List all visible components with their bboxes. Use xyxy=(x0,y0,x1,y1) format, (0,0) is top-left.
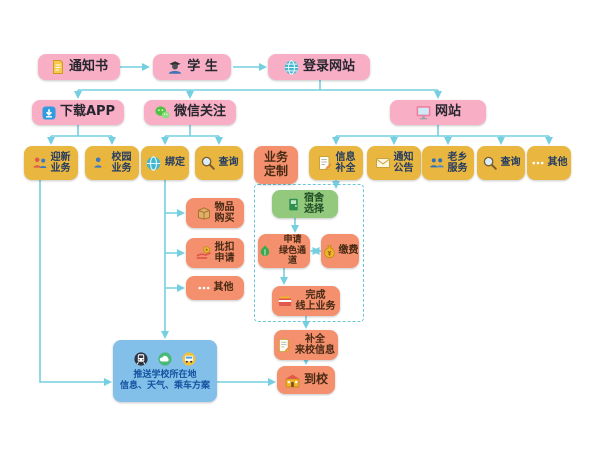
group-icon xyxy=(429,155,445,171)
node-other-wechat: 其他 xyxy=(186,276,244,300)
node-label: 补全 来校信息 xyxy=(295,333,335,357)
node-fellow-service: 老乡 服务 xyxy=(422,146,474,180)
node-label: 校园 业务 xyxy=(111,151,132,175)
monitor-icon xyxy=(415,104,432,121)
weather-icon xyxy=(157,351,173,367)
node-label: 推送学校所在地 信息、天气、乘车方案 xyxy=(119,370,210,391)
door-icon xyxy=(286,197,301,212)
push-info-icons xyxy=(133,351,197,367)
magnifier-icon xyxy=(200,155,216,171)
node-label: 学 生 xyxy=(187,58,218,74)
node-label: 下载APP xyxy=(59,104,116,120)
node-bind: 绑定 xyxy=(141,146,189,180)
node-finish-online-business: 完成 线上业务 xyxy=(272,286,340,316)
node-push-location-info: 推送学校所在地 信息、天气、乘车方案 xyxy=(113,340,217,402)
node-label: 宿舍 选择 xyxy=(304,192,324,216)
coin-hand-icon xyxy=(196,245,212,261)
node-label: 网站 xyxy=(434,104,461,120)
envelope-icon xyxy=(375,155,391,171)
wechat-icon xyxy=(154,104,171,121)
school-icon xyxy=(284,372,301,389)
node-label: 查询 xyxy=(218,157,239,169)
node-welcome-service: 迎新 业务 xyxy=(24,146,78,180)
node-label: 物品 购买 xyxy=(214,201,235,225)
document-icon xyxy=(50,59,66,75)
dots-icon xyxy=(197,281,211,295)
node-arrival-info-complete: 补全 来校信息 xyxy=(274,330,338,360)
node-item-purchase: 物品 购买 xyxy=(186,198,244,228)
bus-icon xyxy=(181,351,197,367)
people-icon xyxy=(93,155,109,171)
node-dorm-selection: 宿舍 选择 xyxy=(272,190,338,218)
form-pencil-icon xyxy=(317,155,333,171)
node-other-website: 其他 xyxy=(527,146,571,180)
node-label: 微信关注 xyxy=(173,104,226,120)
node-label: 登录网站 xyxy=(302,58,355,74)
node-label: 通知 公告 xyxy=(393,151,414,175)
leaf-icon xyxy=(258,244,272,258)
node-info-complete: 信息 补全 xyxy=(309,146,363,180)
node-label: 查询 xyxy=(500,157,521,169)
node-arrive-school: 到校 xyxy=(277,366,335,394)
node-label: 缴费 xyxy=(338,245,359,257)
node-label: 完成 线上业务 xyxy=(295,289,336,313)
node-student: 学 生 xyxy=(153,54,231,80)
node-query-website: 查询 xyxy=(477,146,525,180)
node-wechat-follow: 微信关注 xyxy=(144,100,236,125)
metro-icon xyxy=(133,351,149,367)
node-query-wechat: 查询 xyxy=(195,146,243,180)
node-label: 信息 补全 xyxy=(335,151,356,175)
node-batch-deduction: 批扣 申请 xyxy=(186,238,244,268)
globe-icon xyxy=(145,155,162,172)
node-login-website: 登录网站 xyxy=(268,54,370,80)
node-label: 绑定 xyxy=(165,157,185,169)
node-label: 其他 xyxy=(213,282,234,294)
node-notice-announcement: 通知 公告 xyxy=(367,146,421,180)
moneybag-icon xyxy=(322,244,337,259)
node-website: 网站 xyxy=(390,100,486,125)
form-pencil-icon xyxy=(277,338,292,353)
node-label: 通知书 xyxy=(68,58,108,74)
node-download-app: 下载APP xyxy=(32,100,124,125)
globe-icon xyxy=(283,59,300,76)
node-campus-service: 校园 业务 xyxy=(85,146,139,180)
node-green-channel: 申请 绿色通道 xyxy=(258,234,310,268)
node-label: 其他 xyxy=(547,157,568,169)
magnifier-icon xyxy=(482,155,498,171)
dots-icon xyxy=(531,156,545,170)
online-business-group-outline xyxy=(254,184,364,322)
node-notice-letter: 通知书 xyxy=(38,54,120,80)
node-label: 申请 绿色通道 xyxy=(278,235,306,267)
node-label: 迎新 业务 xyxy=(50,151,71,175)
card-icon xyxy=(277,293,293,309)
download-app-icon xyxy=(41,105,57,121)
people-icon xyxy=(32,155,48,171)
carton-icon xyxy=(196,205,212,221)
node-label: 批扣 申请 xyxy=(214,241,235,265)
student-icon xyxy=(166,58,184,76)
node-label: 业务 定制 xyxy=(263,150,288,178)
node-business-custom: 业务 定制 xyxy=(254,146,298,184)
node-pay-fee: 缴费 xyxy=(321,234,359,268)
node-label: 到校 xyxy=(303,372,328,387)
node-label: 老乡 服务 xyxy=(447,151,468,175)
